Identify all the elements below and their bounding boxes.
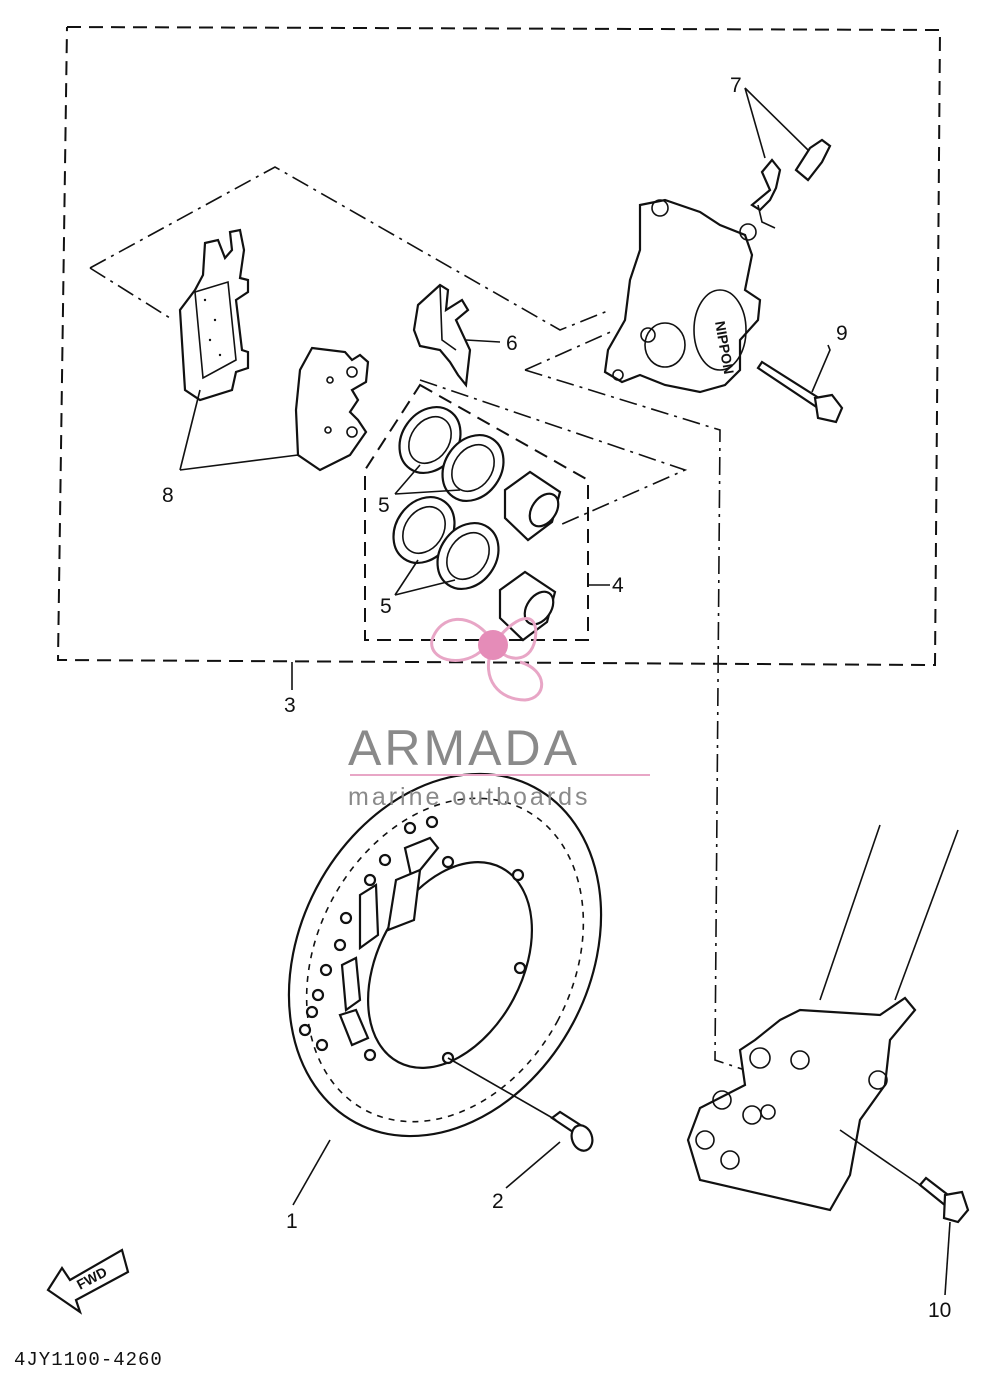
callout-numbers: 1 2 3 4 5 5 6 7 8 9 10 (162, 74, 951, 1322)
caliper-assembly-box (56, 26, 942, 667)
brake-caliper: NIPPON (603, 198, 762, 394)
callout-4: 4 (612, 574, 624, 597)
armada-watermark: ARMADA marine outboards (348, 617, 650, 811)
brake-pad-left (178, 228, 250, 402)
assembly-guide-lines (89, 166, 746, 1071)
fwd-arrow: FWD (46, 1248, 130, 1315)
armada-brand: ARMADA (348, 720, 580, 776)
callout-7: 7 (730, 74, 742, 97)
callout-2: 2 (492, 1190, 504, 1213)
seal-kit-box (364, 383, 589, 641)
disc-screw (550, 1110, 594, 1152)
diagram-code: 4JY1100-4260 (14, 1349, 163, 1371)
armada-propeller-logo (430, 617, 544, 702)
armada-subtitle: marine outboards (348, 783, 591, 811)
callout-9: 9 (836, 322, 848, 345)
callout-8: 8 (162, 484, 174, 507)
front-fork (686, 824, 959, 1212)
callout-10: 10 (928, 1299, 951, 1322)
callout-6: 6 (506, 332, 518, 355)
callout-3: 3 (284, 694, 296, 717)
fork-bolt (918, 1176, 970, 1224)
piston-seals (392, 406, 505, 590)
armada-divider (350, 774, 650, 776)
brake-disc (287, 772, 603, 1138)
leader-lines (179, 87, 951, 1296)
callout-5a: 5 (378, 494, 390, 517)
pistons (498, 470, 562, 642)
callout-1: 1 (286, 1210, 298, 1233)
brake-pad-right (294, 346, 370, 472)
pad-support-clip (412, 283, 472, 388)
bleed-screw (750, 138, 832, 229)
callout-5b: 5 (380, 595, 392, 618)
caliper-bolt (756, 360, 844, 424)
